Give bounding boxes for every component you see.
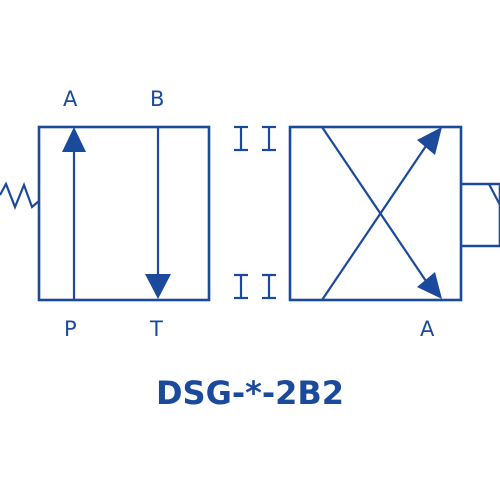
cross-flow-line-down: [321, 126, 429, 285]
cross-flow-line-up: [321, 142, 429, 301]
arrow-head-down-icon: [145, 274, 171, 299]
left-envelope-box: [37, 125, 211, 302]
arrow-head-up-right-icon: [417, 127, 442, 155]
arrow-head-up-icon: [62, 127, 86, 152]
model-code: DSG-*-2B2: [156, 374, 344, 412]
spring-symbol: [0, 181, 40, 210]
port-label-b: B: [150, 87, 164, 111]
solenoid-diagonal-winding: [488, 183, 500, 206]
arrow-head-down-right-icon: [417, 272, 442, 299]
right-envelope-box: [288, 125, 463, 302]
port-label-a-left: A: [63, 87, 78, 111]
port-label-a-right: A: [420, 317, 435, 341]
port-label-t: T: [149, 317, 163, 341]
port-label-p: P: [64, 317, 77, 341]
